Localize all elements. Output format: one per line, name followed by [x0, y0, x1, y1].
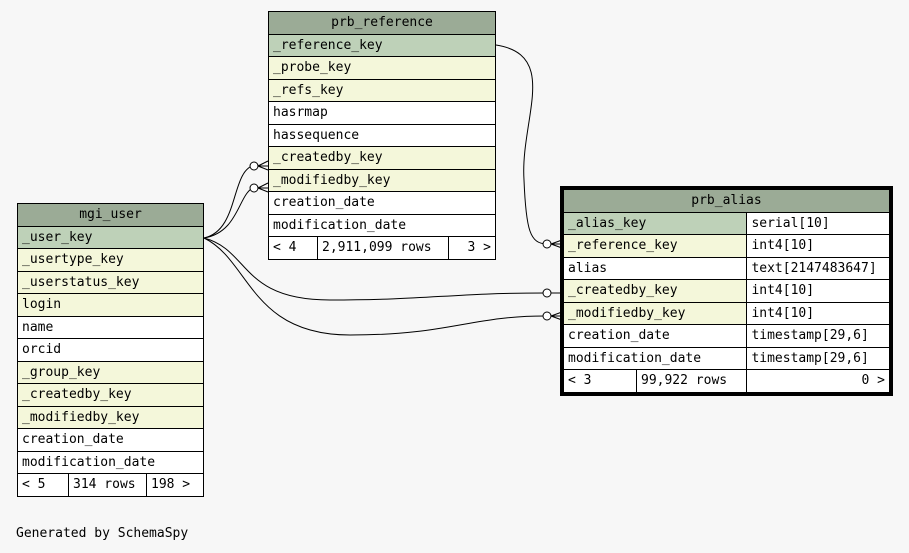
- edge-end-circle: [249, 183, 259, 193]
- column-type: timestamp[29,6]: [746, 346, 890, 370]
- parents-link[interactable]: < 5: [17, 473, 69, 497]
- column-type: int4[10]: [746, 279, 890, 303]
- column-row[interactable]: _user_key: [17, 225, 204, 249]
- column-type: int4[10]: [746, 234, 890, 258]
- row-count: 99,922 rows: [635, 369, 748, 393]
- column-row[interactable]: _usertype_key: [17, 248, 204, 272]
- edge-reference-to-alias: [495, 44, 548, 245]
- column-row[interactable]: login: [17, 293, 204, 317]
- column-type: timestamp[29,6]: [746, 324, 890, 348]
- table-prb-alias[interactable]: prb_alias _alias_key serial[10] _referen…: [560, 186, 893, 396]
- column-name[interactable]: modification_date: [562, 346, 748, 370]
- column-name[interactable]: _alias_key: [562, 211, 748, 235]
- column-row[interactable]: orcid: [17, 338, 204, 362]
- edge-end-circle: [542, 239, 552, 249]
- column-row[interactable]: _userstatus_key: [17, 270, 204, 294]
- crowfoot-arrow: [550, 311, 563, 321]
- children-link[interactable]: 3 >: [448, 236, 496, 260]
- edge-end-circle: [542, 311, 552, 321]
- row-count: 314 rows: [68, 473, 147, 497]
- column-row[interactable]: _createdby_key: [17, 383, 204, 407]
- crowfoot-arrow: [550, 239, 563, 249]
- column-row[interactable]: _createdby_key: [268, 146, 496, 170]
- generated-by-text: Generated by SchemaSpy: [16, 526, 189, 541]
- crowfoot-arrow: [257, 160, 269, 171]
- parents-link[interactable]: < 3: [563, 369, 637, 393]
- column-name[interactable]: alias: [562, 256, 748, 280]
- edge-user-to-ref-createdby: [203, 164, 256, 239]
- column-name[interactable]: _createdby_key: [562, 279, 748, 303]
- column-row[interactable]: hassequence: [268, 123, 496, 147]
- column-row[interactable]: _modifiedby_key: [17, 405, 204, 429]
- edge-end-circle: [542, 288, 552, 298]
- column-name[interactable]: _modifiedby_key: [562, 301, 748, 325]
- row-count: 2,911,099 rows: [317, 236, 449, 260]
- table-mgi-user[interactable]: mgi_user _user_key _usertype_key _userst…: [17, 203, 204, 497]
- column-row[interactable]: _refs_key: [268, 78, 496, 102]
- column-name[interactable]: creation_date: [562, 324, 748, 348]
- crowfoot-arrow: [257, 182, 269, 193]
- column-row[interactable]: _probe_key: [268, 56, 496, 80]
- table-title[interactable]: prb_reference: [268, 11, 496, 35]
- table-title[interactable]: prb_alias: [563, 189, 890, 213]
- column-row[interactable]: _group_key: [17, 360, 204, 384]
- table-title[interactable]: mgi_user: [17, 203, 204, 227]
- column-row[interactable]: creation_date: [268, 191, 496, 215]
- edge-end-circle: [249, 161, 259, 171]
- column-name[interactable]: _reference_key: [562, 234, 748, 258]
- edge-user-to-alias-createdby: [203, 237, 546, 301]
- edge-user-to-alias-modifiedby: [203, 237, 546, 336]
- column-type: serial[10]: [746, 211, 890, 235]
- column-row[interactable]: modification_date: [17, 450, 204, 474]
- parents-link[interactable]: < 4: [268, 236, 318, 260]
- column-row[interactable]: hasrmap: [268, 101, 496, 125]
- column-type: text[2147483647]: [746, 256, 890, 280]
- children-link[interactable]: 0 >: [746, 369, 890, 393]
- column-type: int4[10]: [746, 301, 890, 325]
- column-row[interactable]: _modifiedby_key: [268, 168, 496, 192]
- table-prb-reference[interactable]: prb_reference _reference_key _probe_key …: [268, 11, 496, 260]
- column-row[interactable]: modification_date: [268, 213, 496, 237]
- column-row[interactable]: _reference_key: [268, 33, 496, 57]
- children-link[interactable]: 198 >: [146, 473, 204, 497]
- column-row[interactable]: name: [17, 315, 204, 339]
- column-row[interactable]: creation_date: [17, 428, 204, 452]
